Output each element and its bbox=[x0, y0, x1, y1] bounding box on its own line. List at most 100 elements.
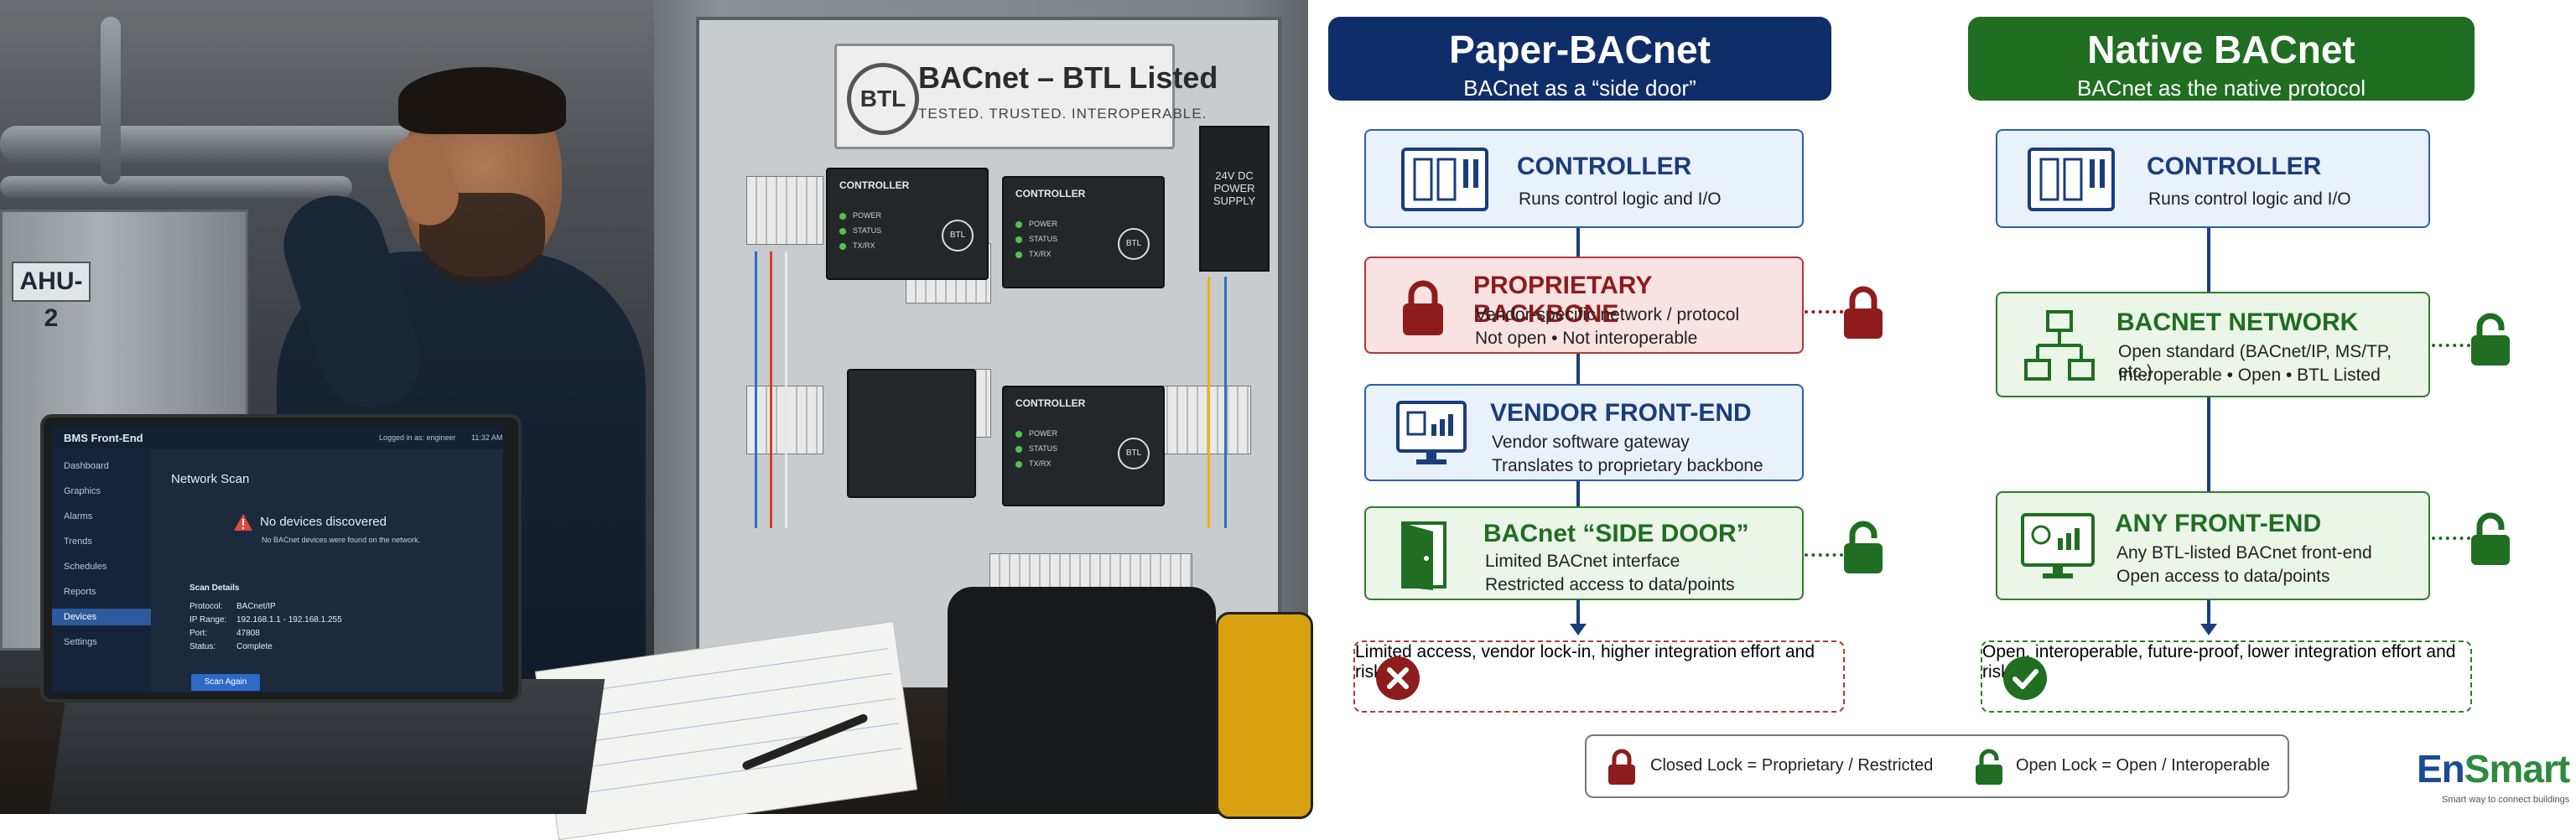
native-bacnet-subtitle: BACnet as the native protocol bbox=[2077, 75, 2366, 101]
led-icon bbox=[1015, 431, 1022, 438]
lock-closed-icon bbox=[1403, 280, 1443, 335]
clock: 11:32 AM bbox=[471, 433, 503, 442]
controller-device: CONTROLLER POWER STATUS TX/RX BTL bbox=[1002, 176, 1165, 288]
led-icon bbox=[1015, 221, 1022, 228]
connector-line bbox=[2207, 228, 2210, 292]
controller-icon bbox=[1401, 148, 1488, 211]
led-icon bbox=[1015, 251, 1022, 258]
connector-line bbox=[1576, 354, 1580, 384]
right-controller-box: CONTROLLER Runs control logic and I/O bbox=[1996, 129, 2430, 228]
alert-body: No BACnet devices were found on the netw… bbox=[262, 536, 421, 544]
proprietary-backbone-box: PROPRIETARY BACKBONE Vendor-specific net… bbox=[1364, 257, 1804, 354]
controller-device-title: CONTROLLER bbox=[839, 179, 910, 191]
nav-dashboard[interactable]: Dashboard bbox=[64, 461, 109, 471]
lock-closed-icon bbox=[1608, 749, 1635, 785]
wire bbox=[770, 251, 772, 528]
any-frontend-line-2: Open access to data/points bbox=[2116, 567, 2330, 586]
lock-open-icon bbox=[1844, 521, 1883, 573]
connector-line bbox=[1576, 600, 1580, 627]
any-frontend-line-1: Any BTL-listed BACnet front-end bbox=[2116, 543, 2372, 563]
connector-line bbox=[1576, 481, 1580, 506]
btl-sign-title: BACnet – BTL Listed bbox=[918, 60, 1218, 95]
ensmart-logo: EnSmart bbox=[2417, 746, 2570, 791]
bacnet-network-line-2: Interoperable • Open • BTL Listed bbox=[2118, 366, 2381, 385]
left-controller-title: CONTROLLER bbox=[1517, 153, 1692, 180]
notebook-line bbox=[561, 747, 903, 797]
wire bbox=[1208, 277, 1210, 528]
bacnet-network-box: BACNET NETWORK Open standard (BACnet/IP,… bbox=[1996, 292, 2430, 397]
monitor-icon bbox=[1396, 401, 1467, 464]
any-frontend-box: ANY FRONT-END Any BTL-listed BACnet fron… bbox=[1996, 491, 2430, 600]
error-x-icon bbox=[1376, 656, 1420, 700]
controller-icon bbox=[2028, 148, 2115, 211]
nav-graphics[interactable]: Graphics bbox=[64, 486, 101, 496]
led-label: POWER bbox=[853, 211, 882, 220]
legend-closed-lock: Closed Lock = Proprietary / Restricted bbox=[1650, 756, 1934, 775]
any-frontend-title: ANY FRONT-END bbox=[2115, 510, 2322, 537]
lock-open-icon bbox=[2471, 512, 2510, 565]
nav-schedules[interactable]: Schedules bbox=[64, 562, 107, 572]
user-status: Logged in as: engineer bbox=[379, 433, 456, 442]
led-label: STATUS bbox=[1029, 235, 1058, 243]
arrow-down-icon bbox=[2200, 624, 2217, 635]
brand-name-part-1: En bbox=[2417, 747, 2465, 791]
alert-title: No devices discovered bbox=[260, 515, 387, 529]
side-door-title: BACnet “SIDE DOOR” bbox=[1483, 520, 1749, 547]
multimeter bbox=[1216, 612, 1313, 819]
led-label: TX/RX bbox=[1029, 250, 1052, 258]
led-label: TX/RX bbox=[853, 241, 875, 250]
left-controller-desc: Runs control logic and I/O bbox=[1519, 189, 1722, 209]
nav-trends[interactable]: Trends bbox=[64, 537, 92, 547]
bacnet-network-line-1: Open standard (BACnet/IP, MS/TP, etc.) bbox=[2118, 342, 2392, 381]
duct-pipe bbox=[101, 17, 121, 184]
app-sidebar: Dashboard Graphics Alarms Trends Schedul… bbox=[52, 449, 151, 692]
backbone-line-1: Vendor-specific network / protocol bbox=[1475, 305, 1740, 324]
detail-key: Protocol: bbox=[190, 602, 223, 611]
detail-key: Port: bbox=[190, 629, 208, 638]
connector-line bbox=[2207, 600, 2210, 627]
led-icon bbox=[839, 243, 846, 250]
brand-tagline: Smart way to connect buildings bbox=[2442, 795, 2570, 805]
controller-device: CONTROLLER POWER STATUS TX/RX BTL bbox=[1002, 386, 1165, 506]
led-label: STATUS bbox=[853, 226, 882, 235]
bacnet-network-title: BACNET NETWORK bbox=[2116, 309, 2359, 336]
power-supply-label: 24V DC POWER SUPPLY bbox=[1213, 169, 1256, 207]
scan-again-button[interactable]: Scan Again bbox=[191, 674, 260, 691]
led-icon bbox=[839, 228, 846, 235]
paper-bacnet-subtitle: BACnet as a “side door” bbox=[1463, 75, 1696, 101]
paper-outcome-line-1: Limited access, vendor lock-in, higher i… bbox=[1355, 642, 1737, 661]
nav-alarms[interactable]: Alarms bbox=[64, 511, 93, 521]
lock-open-icon bbox=[2471, 313, 2510, 366]
detail-value: Complete bbox=[236, 642, 273, 651]
side-door-line-2: Restricted access to data/points bbox=[1485, 575, 1735, 594]
nav-devices[interactable]: Devices bbox=[52, 609, 151, 625]
wire bbox=[755, 251, 757, 528]
wire bbox=[1224, 277, 1227, 528]
tool-bag bbox=[948, 587, 1216, 814]
btl-logo-icon: BTL bbox=[1118, 228, 1150, 260]
side-door-line-1: Limited BACnet interface bbox=[1485, 552, 1680, 571]
paper-bacnet-title: Paper-BACnet bbox=[1449, 28, 1711, 71]
app-title: BMS Front-End bbox=[64, 432, 143, 444]
nav-settings[interactable]: Settings bbox=[64, 637, 97, 647]
btl-logo-icon: BTL bbox=[847, 63, 919, 135]
led-label: TX/RX bbox=[1029, 459, 1052, 468]
power-supply: 24V DC POWER SUPPLY bbox=[1199, 126, 1270, 272]
door-icon bbox=[1401, 521, 1446, 590]
app-titlebar: BMS Front-End Logged in as: engineer 11:… bbox=[52, 426, 503, 449]
detail-key: IP Range: bbox=[190, 615, 227, 625]
legend-open-lock: Open Lock = Open / Interoperable bbox=[2016, 756, 2270, 775]
btl-sign-subtitle: TESTED. TRUSTED. INTEROPERABLE. bbox=[918, 106, 1208, 122]
nav-reports[interactable]: Reports bbox=[64, 587, 96, 597]
duct-pipe bbox=[0, 126, 419, 163]
vendor-frontend-box: VENDOR FRONT-END Vendor software gateway… bbox=[1364, 384, 1804, 481]
arrow-down-icon bbox=[1570, 624, 1587, 635]
monitor-icon bbox=[2021, 513, 2095, 578]
led-icon bbox=[1015, 446, 1022, 453]
notebook-line bbox=[558, 723, 899, 772]
left-controller-box: CONTROLLER Runs control logic and I/O bbox=[1364, 129, 1804, 228]
wire bbox=[785, 251, 787, 528]
detail-value: 47808 bbox=[236, 629, 260, 638]
scan-details-title: Scan Details bbox=[190, 583, 240, 593]
led-icon bbox=[1015, 236, 1022, 243]
